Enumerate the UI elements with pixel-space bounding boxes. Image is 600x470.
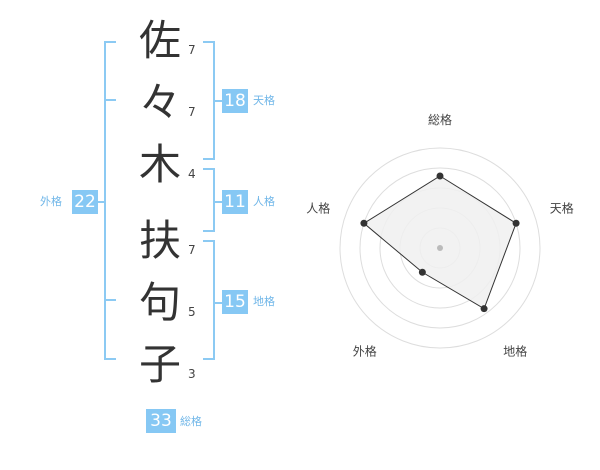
jinkaku-value-badge: 11 <box>222 190 248 214</box>
jinkaku-connector <box>213 201 223 203</box>
radar-point-3 <box>480 305 488 313</box>
gaikaku-bracket-bottom <box>104 358 116 360</box>
jinkaku-bracket-top <box>203 168 215 170</box>
gaikaku-bracket-tick-5 <box>104 299 116 301</box>
name-char-5: 句 <box>138 278 181 327</box>
jinkaku-bracket-bottom <box>203 230 215 232</box>
name-char-2: 々 <box>138 78 181 127</box>
radar-grid-ring-2 <box>359 167 521 329</box>
chikaku-bracket-bottom <box>203 358 215 360</box>
tenkaku-value-badge: 18 <box>222 89 248 113</box>
chikaku-bracket-top <box>203 240 215 242</box>
tenkaku-bracket-top <box>203 41 215 43</box>
name-char-1: 佐 <box>138 16 181 65</box>
tenkaku-connector <box>213 100 223 102</box>
radar-center-dot <box>437 245 443 251</box>
stroke-count-6: 3 <box>188 367 196 381</box>
gaikaku-connector <box>96 201 105 203</box>
name-char-6: 子 <box>138 340 181 389</box>
radar-point-4 <box>418 268 426 276</box>
chikaku-label: 地格 <box>253 295 275 308</box>
name-char-4: 扶 <box>138 216 181 265</box>
radar-axis-label-4: 外格 <box>353 344 377 359</box>
radar-axis-label-2: 天格 <box>550 200 574 215</box>
jinkaku-bracket-vertical <box>213 168 215 232</box>
radar-point-2 <box>512 219 520 227</box>
gaikaku-value-badge: 22 <box>72 190 98 214</box>
gaikaku-label: 外格 <box>40 195 62 208</box>
radar-axis-label-3: 地格 <box>503 344 527 359</box>
stroke-count-3: 4 <box>188 167 196 181</box>
stroke-count-1: 7 <box>188 43 196 57</box>
soukaku-label: 総格 <box>180 415 202 428</box>
stroke-count-2: 7 <box>188 105 196 119</box>
gaikaku-bracket-tick-2 <box>104 99 116 101</box>
stroke-count-5: 5 <box>188 305 196 319</box>
soukaku-value-badge: 33 <box>146 409 176 433</box>
radar-grid-ring-1 <box>339 147 541 349</box>
chikaku-bracket-vertical <box>213 240 215 360</box>
chikaku-connector <box>213 302 223 304</box>
stroke-count-4: 7 <box>188 243 196 257</box>
tenkaku-label: 天格 <box>253 94 275 107</box>
name-char-3: 木 <box>138 140 181 189</box>
radar-series-polygon <box>363 175 517 310</box>
radar-axis-label-1: 総格 <box>428 112 452 127</box>
radar-point-1 <box>436 172 444 180</box>
radar-axis-label-5: 人格 <box>306 200 330 215</box>
gaikaku-bracket-top <box>104 41 116 43</box>
radar-point-5 <box>360 219 368 227</box>
jinkaku-label: 人格 <box>253 195 275 208</box>
chikaku-value-badge: 15 <box>222 290 248 314</box>
gaikaku-bracket-vertical <box>104 41 106 360</box>
tenkaku-bracket-bottom <box>203 158 215 160</box>
